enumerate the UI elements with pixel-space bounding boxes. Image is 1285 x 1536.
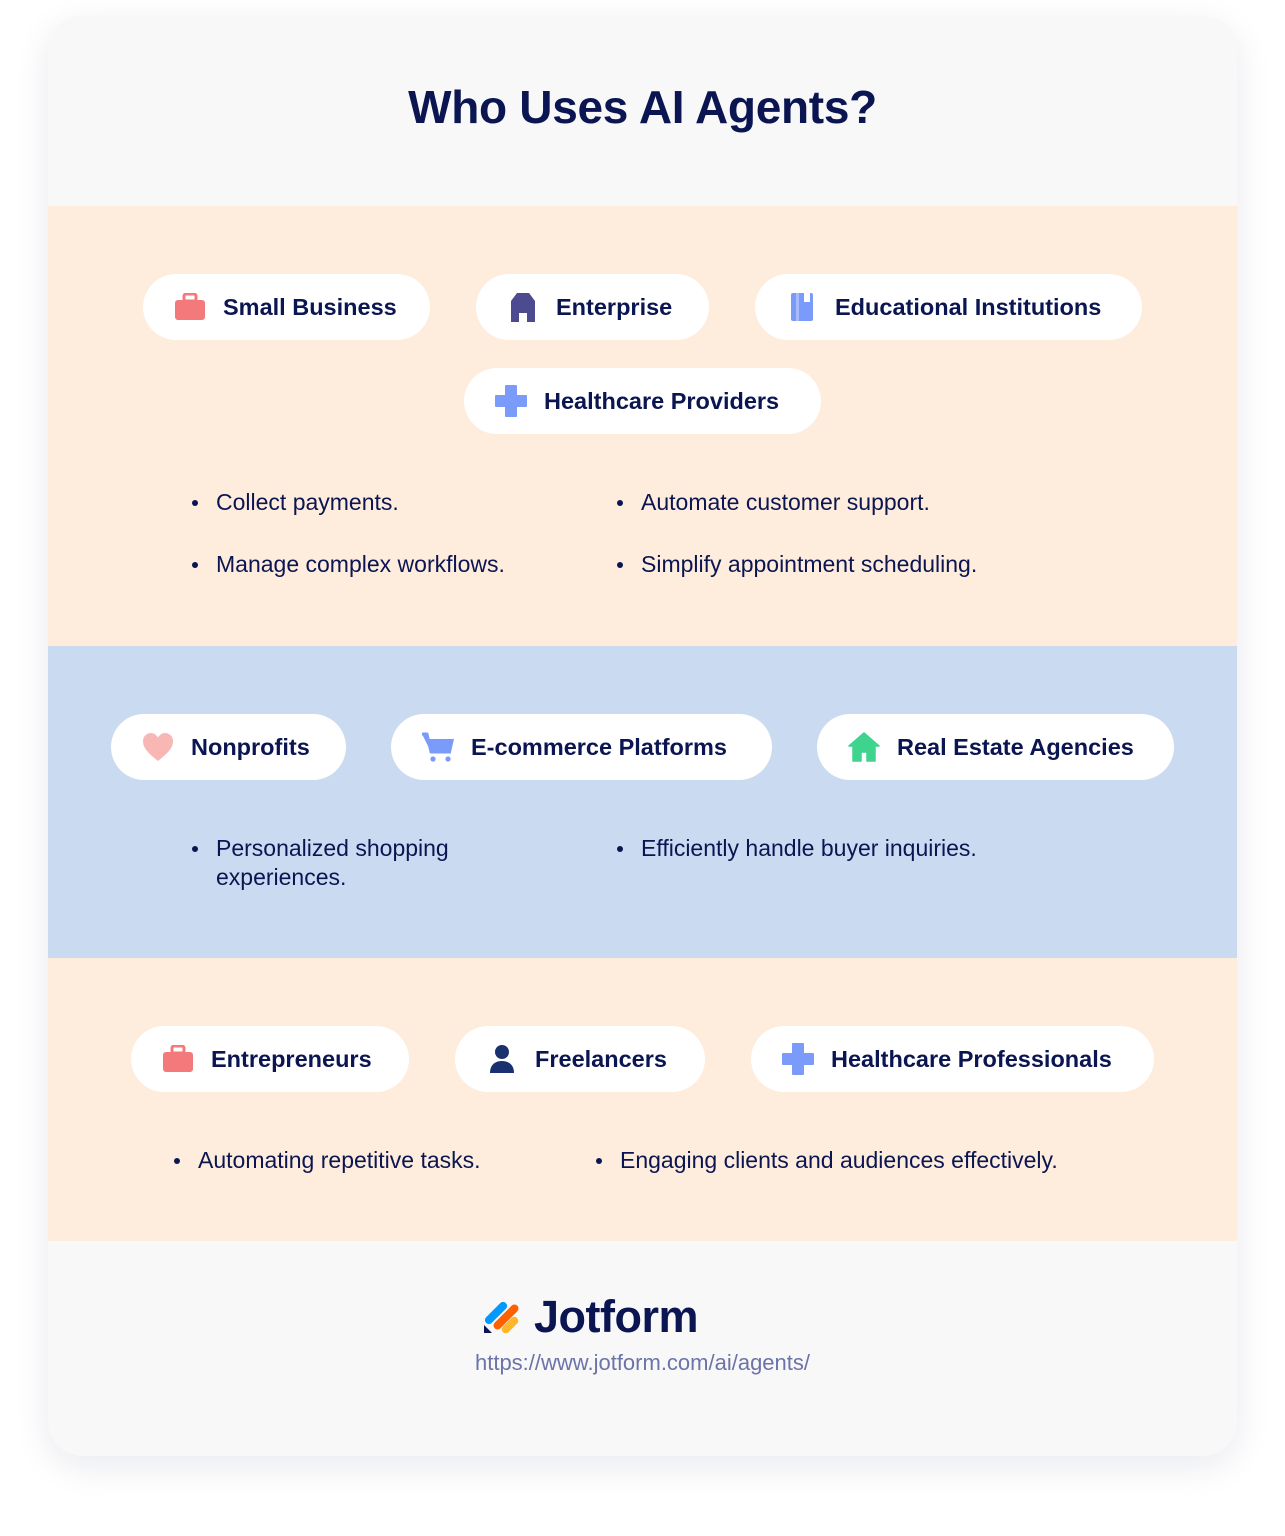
bullet-item: Collect payments. [192,488,572,517]
house-icon [847,730,881,764]
category-label: E-commerce Platforms [471,733,727,760]
category-enterprise[interactable]: Enterprise [476,274,709,340]
category-label: Real Estate Agencies [897,733,1134,760]
category-label: Nonprofits [191,733,310,760]
section-organizations-band: Nonprofits E-commerce Platforms Real Est… [48,646,1237,958]
category-educational-institutions[interactable]: Educational Institutions [755,274,1142,340]
category-label: Freelancers [535,1045,667,1072]
briefcase-icon [173,290,207,324]
bullet-item: Automating repetitive tasks. [174,1146,574,1175]
category-nonprofits[interactable]: Nonprofits [111,714,346,780]
brand-name: Jotform [534,1291,699,1342]
category-real-estate-agencies[interactable]: Real Estate Agencies [817,714,1174,780]
category-freelancers[interactable]: Freelancers [455,1026,705,1092]
heart-icon [141,730,175,764]
bullet-item: Manage complex workflows. [192,550,592,579]
category-e-commerce-platforms[interactable]: E-commerce Platforms [391,714,772,780]
infographic-card: Who Uses AI Agents? Small Business Enter… [48,16,1237,1456]
category-healthcare-providers[interactable]: Healthcare Providers [464,368,821,434]
medical-cross-icon [781,1042,815,1076]
category-label: Small Business [223,293,397,320]
jotform-logo[interactable]: Jotform [480,1291,699,1342]
shopping-cart-icon [421,730,455,764]
section-individuals-band: Entrepreneurs Freelancers Healthcare Pro… [48,958,1237,1241]
category-small-business[interactable]: Small Business [143,274,430,340]
jotform-logo-icon [480,1293,524,1342]
section-business-band: Small Business Enterprise Educational In… [48,206,1237,646]
category-label: Educational Institutions [835,293,1102,320]
category-entrepreneurs[interactable]: Entrepreneurs [131,1026,409,1092]
category-label: Entrepreneurs [211,1045,372,1072]
category-healthcare-professionals[interactable]: Healthcare Professionals [751,1026,1154,1092]
category-label: Healthcare Providers [544,387,780,414]
briefcase-icon [161,1042,195,1076]
bullet-item: Automate customer support. [617,488,1117,517]
category-label: Healthcare Professionals [831,1045,1112,1072]
footer-url[interactable]: https://www.jotform.com/ai/agents/ [474,1350,811,1375]
person-icon [485,1042,519,1076]
book-icon [785,290,819,324]
page-title: Who Uses AI Agents? [408,81,877,133]
medical-cross-icon [494,384,528,418]
bullet-item: Engaging clients and audiences effective… [596,1146,1156,1175]
bullet-item: Simplify appointment scheduling. [617,550,1117,579]
bullet-item: Personalized shopping experiences. [192,834,512,892]
building-icon [506,290,540,324]
bullet-item: Efficiently handle buyer inquiries. [617,834,1117,863]
category-label: Enterprise [556,293,673,320]
